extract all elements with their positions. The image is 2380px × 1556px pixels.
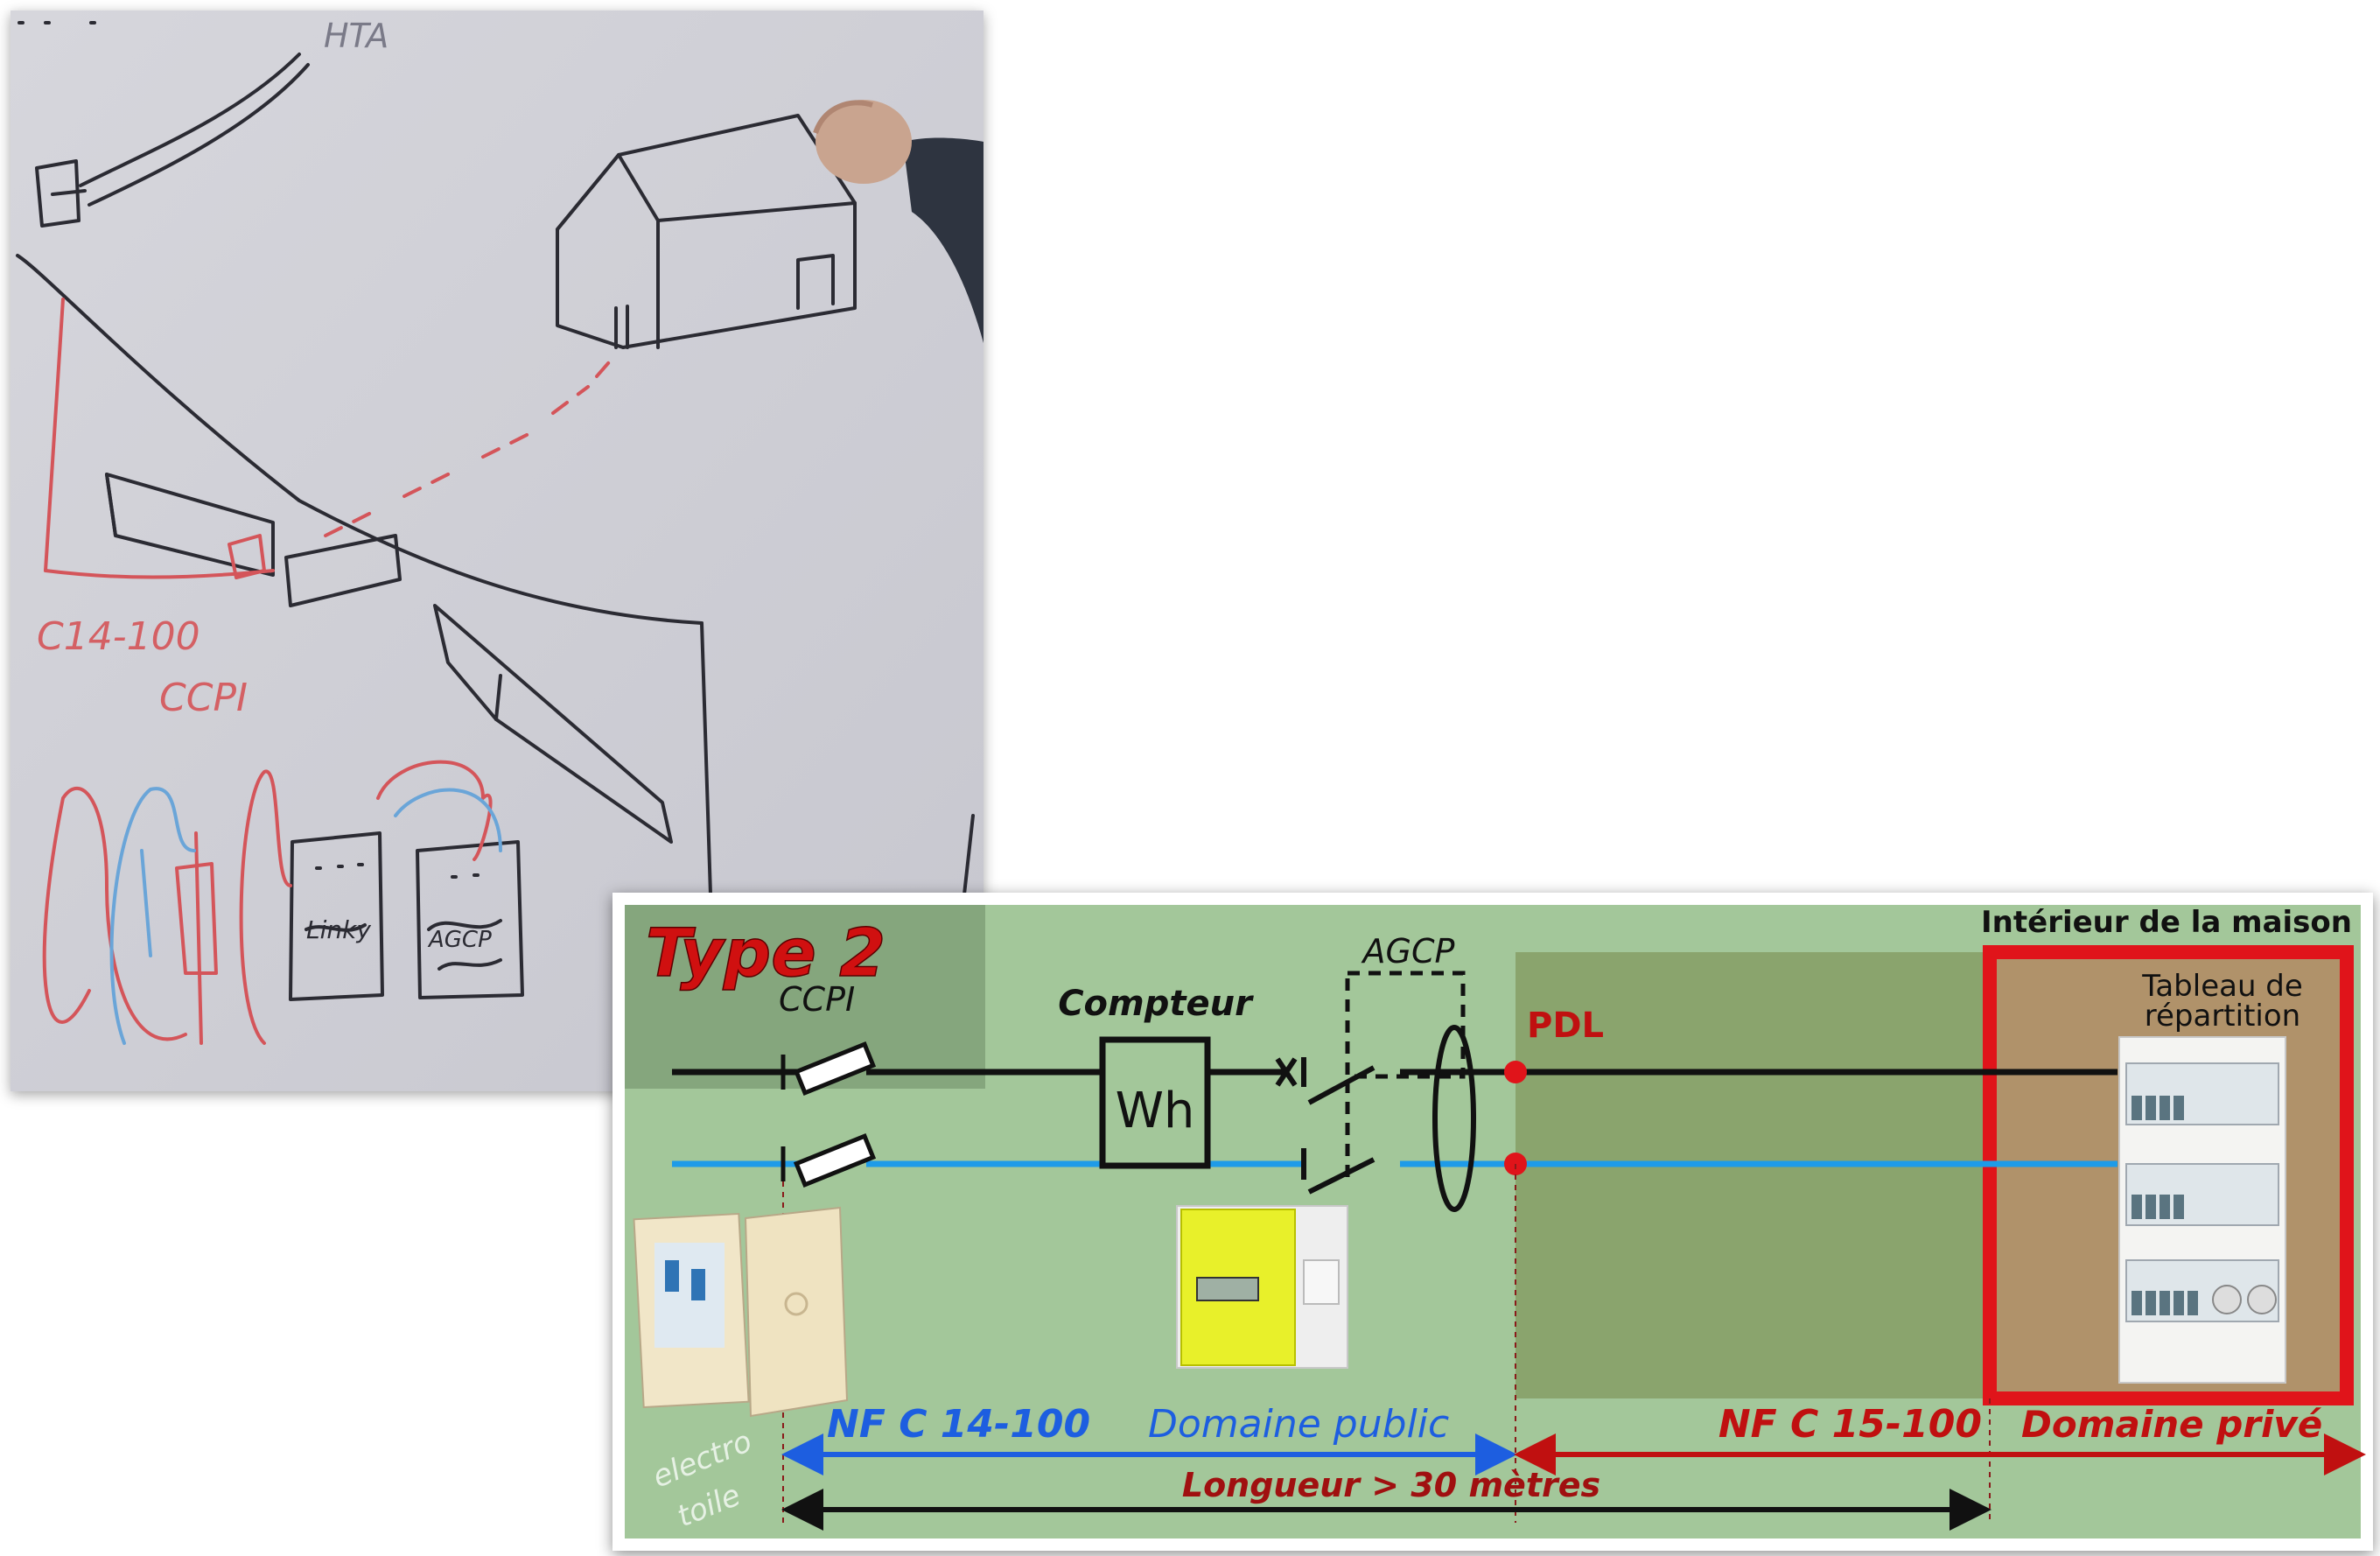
type2-diagram: Type 2 Intérieur de la maison CCPI Wh Co… bbox=[612, 893, 2373, 1551]
photo-overlap-shade bbox=[625, 905, 985, 1089]
presenter-hand bbox=[813, 100, 984, 343]
nfc15-label: NF C 15-100 bbox=[1718, 1402, 1982, 1447]
sketch-lines-black bbox=[16, 21, 975, 1001]
distribution-panel-image bbox=[2118, 1036, 2286, 1384]
sketch-text: HTA bbox=[324, 17, 388, 55]
interior-zone-label: Intérieur de la maison bbox=[1981, 905, 2352, 940]
agcp-label: AGCP bbox=[1361, 932, 1455, 971]
pdl-label: PDL bbox=[1527, 1006, 1604, 1046]
public-domain-label: Domaine public bbox=[1148, 1402, 1449, 1447]
whiteboard-sketch: HTA C14-100 CCPI Linky AGCP bbox=[10, 11, 984, 1091]
sketch-text-red: C14-100 CCPI bbox=[37, 614, 248, 720]
sketch-lines-blue bbox=[109, 787, 502, 1045]
ccpi-fuses bbox=[780, 1041, 877, 1188]
sketch-box-labels: Linky AGCP bbox=[306, 915, 492, 953]
sketch-label-linky: Linky bbox=[306, 915, 371, 944]
whiteboard-photo: HTA C14-100 CCPI Linky AGCP bbox=[10, 11, 984, 1091]
diagram-title: Type 2 bbox=[646, 914, 886, 992]
agcp-breaker bbox=[1307, 971, 1476, 1212]
length-label: Longueur > 30 mètres bbox=[1182, 1466, 1600, 1504]
compteur-label: Compteur bbox=[1058, 984, 1254, 1024]
sketch-label-agcp: AGCP bbox=[427, 927, 492, 953]
meter-symbol-box bbox=[1099, 1036, 1211, 1169]
sketch-label-standard: C14-100 bbox=[37, 614, 200, 659]
linky-meter-image bbox=[1176, 1205, 1348, 1369]
private-domain-label: Domaine privé bbox=[2021, 1403, 2322, 1446]
ccpi-enclosure-image bbox=[633, 1206, 849, 1418]
pdl-point-phase bbox=[1504, 1061, 1527, 1083]
private-zone-shade bbox=[1516, 952, 1990, 1398]
nfc14-label: NF C 14-100 bbox=[827, 1402, 1090, 1447]
isolator-cross bbox=[1275, 1057, 1306, 1180]
sketch-label-ccpi: CCPI bbox=[159, 676, 248, 720]
sketch-lines-red bbox=[42, 298, 616, 1045]
sketch-label-hta: HTA bbox=[324, 17, 388, 55]
tableau-label-2: répartition bbox=[2145, 999, 2300, 1034]
tableau-label-1: Tableau de bbox=[2141, 969, 2303, 1004]
ccpi-label: CCPI bbox=[779, 980, 855, 1019]
type2-diagram-canvas: Type 2 Intérieur de la maison CCPI Wh Co… bbox=[612, 893, 2373, 1551]
meter-symbol-text: Wh bbox=[1116, 1083, 1195, 1139]
